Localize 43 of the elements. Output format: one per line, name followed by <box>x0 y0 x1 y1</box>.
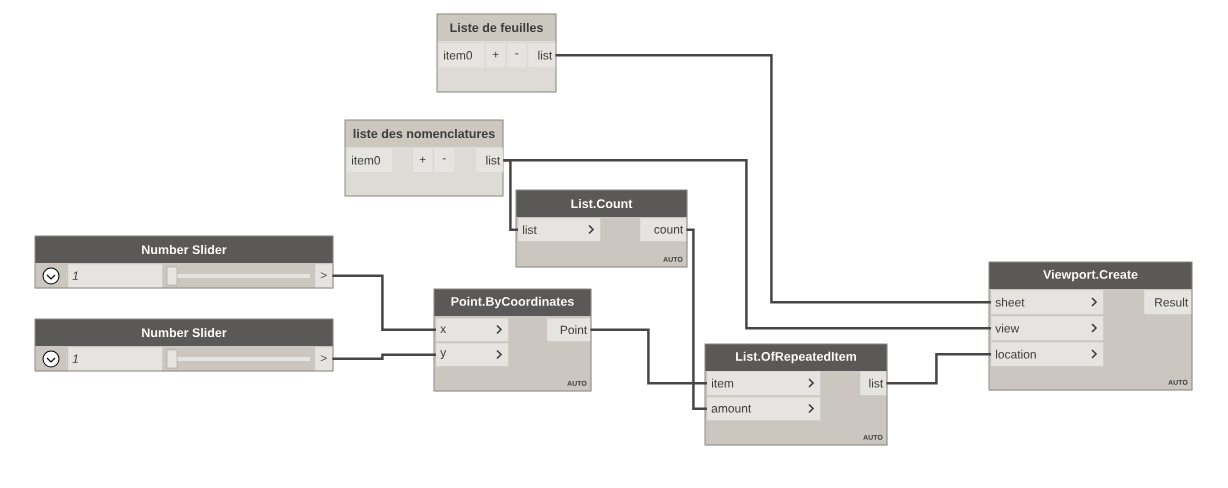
output-port: list <box>860 371 887 396</box>
small-button: - <box>434 148 455 173</box>
input-port: x <box>436 318 509 342</box>
node-label: y <box>440 350 447 360</box>
input-port: location <box>991 342 1104 367</box>
value-field: 1 <box>68 264 163 288</box>
input-port: item <box>707 371 821 396</box>
output-port: count <box>640 218 687 242</box>
input-port: sheet <box>991 290 1104 315</box>
wire <box>886 352 991 385</box>
input-port: amount <box>707 397 821 421</box>
node-label: view <box>995 323 1020 333</box>
wire <box>332 353 436 360</box>
wire <box>555 53 991 304</box>
wire <box>503 158 518 231</box>
output-port: Result <box>1144 290 1192 315</box>
input-port: view <box>991 316 1104 341</box>
wire <box>686 228 707 410</box>
input-port: y <box>436 343 509 367</box>
node-label: list <box>538 50 553 60</box>
small-button: + <box>486 43 506 68</box>
node-label: + <box>492 51 499 58</box>
small-button: > <box>315 264 333 288</box>
value-field: item0 <box>347 148 393 173</box>
node-label: sheet <box>995 297 1025 307</box>
node-label: amount <box>711 404 752 413</box>
small-button: > <box>315 347 333 371</box>
value-field: 1 <box>68 347 163 371</box>
node-label: + <box>419 156 426 163</box>
output-port: list <box>528 43 556 68</box>
node-label: - <box>442 158 446 160</box>
node-label: item <box>712 378 734 388</box>
wire <box>332 274 436 331</box>
output-port: Point <box>547 318 591 342</box>
small-button: + <box>413 148 433 173</box>
wire <box>590 328 707 385</box>
input-port: list <box>518 218 601 242</box>
node-label: - <box>515 53 519 55</box>
node-label: x <box>440 326 447 333</box>
node-label: item0 <box>444 50 473 60</box>
output-port: list <box>476 148 504 173</box>
node-label: location <box>996 349 1036 359</box>
small-button: - <box>507 43 527 68</box>
